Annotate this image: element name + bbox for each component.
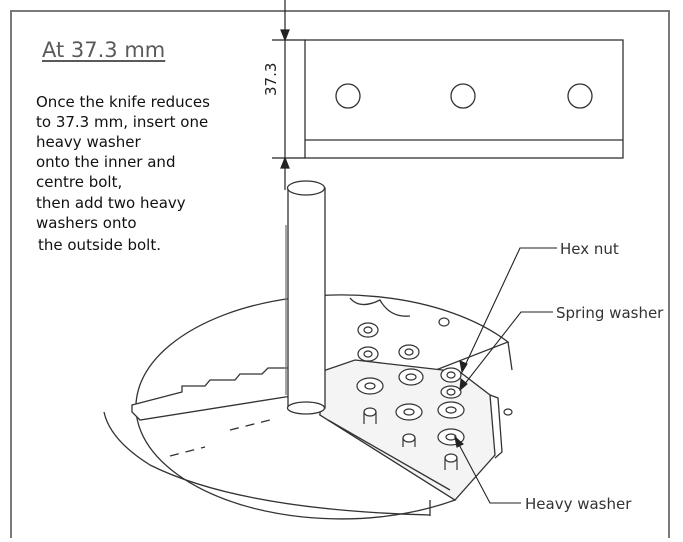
dimension-37-3 (272, 0, 305, 190)
callout-spring-washer: Spring washer (556, 304, 664, 322)
knife-hole-right (567, 83, 593, 109)
instruction-line: Once the knife reduces (36, 93, 210, 111)
knife-hole-centre (450, 83, 476, 109)
instruction-line: heavy washer (36, 133, 141, 151)
knife-hole-left (335, 83, 361, 109)
instruction-line: centre bolt, (36, 173, 123, 191)
callout-heavy-washer: Heavy washer (525, 495, 632, 513)
washers-and-nuts (356, 317, 513, 470)
callout-hex-nut: Hex nut (560, 240, 619, 258)
instruction-line: washers onto (36, 214, 137, 232)
instruction-line: the outside bolt. (38, 236, 161, 254)
knife-plate (304, 39, 624, 159)
instruction-line: to 37.3 mm, insert one (36, 113, 209, 131)
instruction-line: then add two heavy (36, 194, 186, 212)
dimension-label: 37.3 (262, 62, 280, 96)
section-heading: At 37.3 mm (42, 38, 166, 62)
centre-post (285, 180, 326, 415)
instruction-line: onto the inner and (36, 153, 176, 171)
callout-leaders (454, 247, 557, 504)
diagram-frame (10, 10, 670, 538)
